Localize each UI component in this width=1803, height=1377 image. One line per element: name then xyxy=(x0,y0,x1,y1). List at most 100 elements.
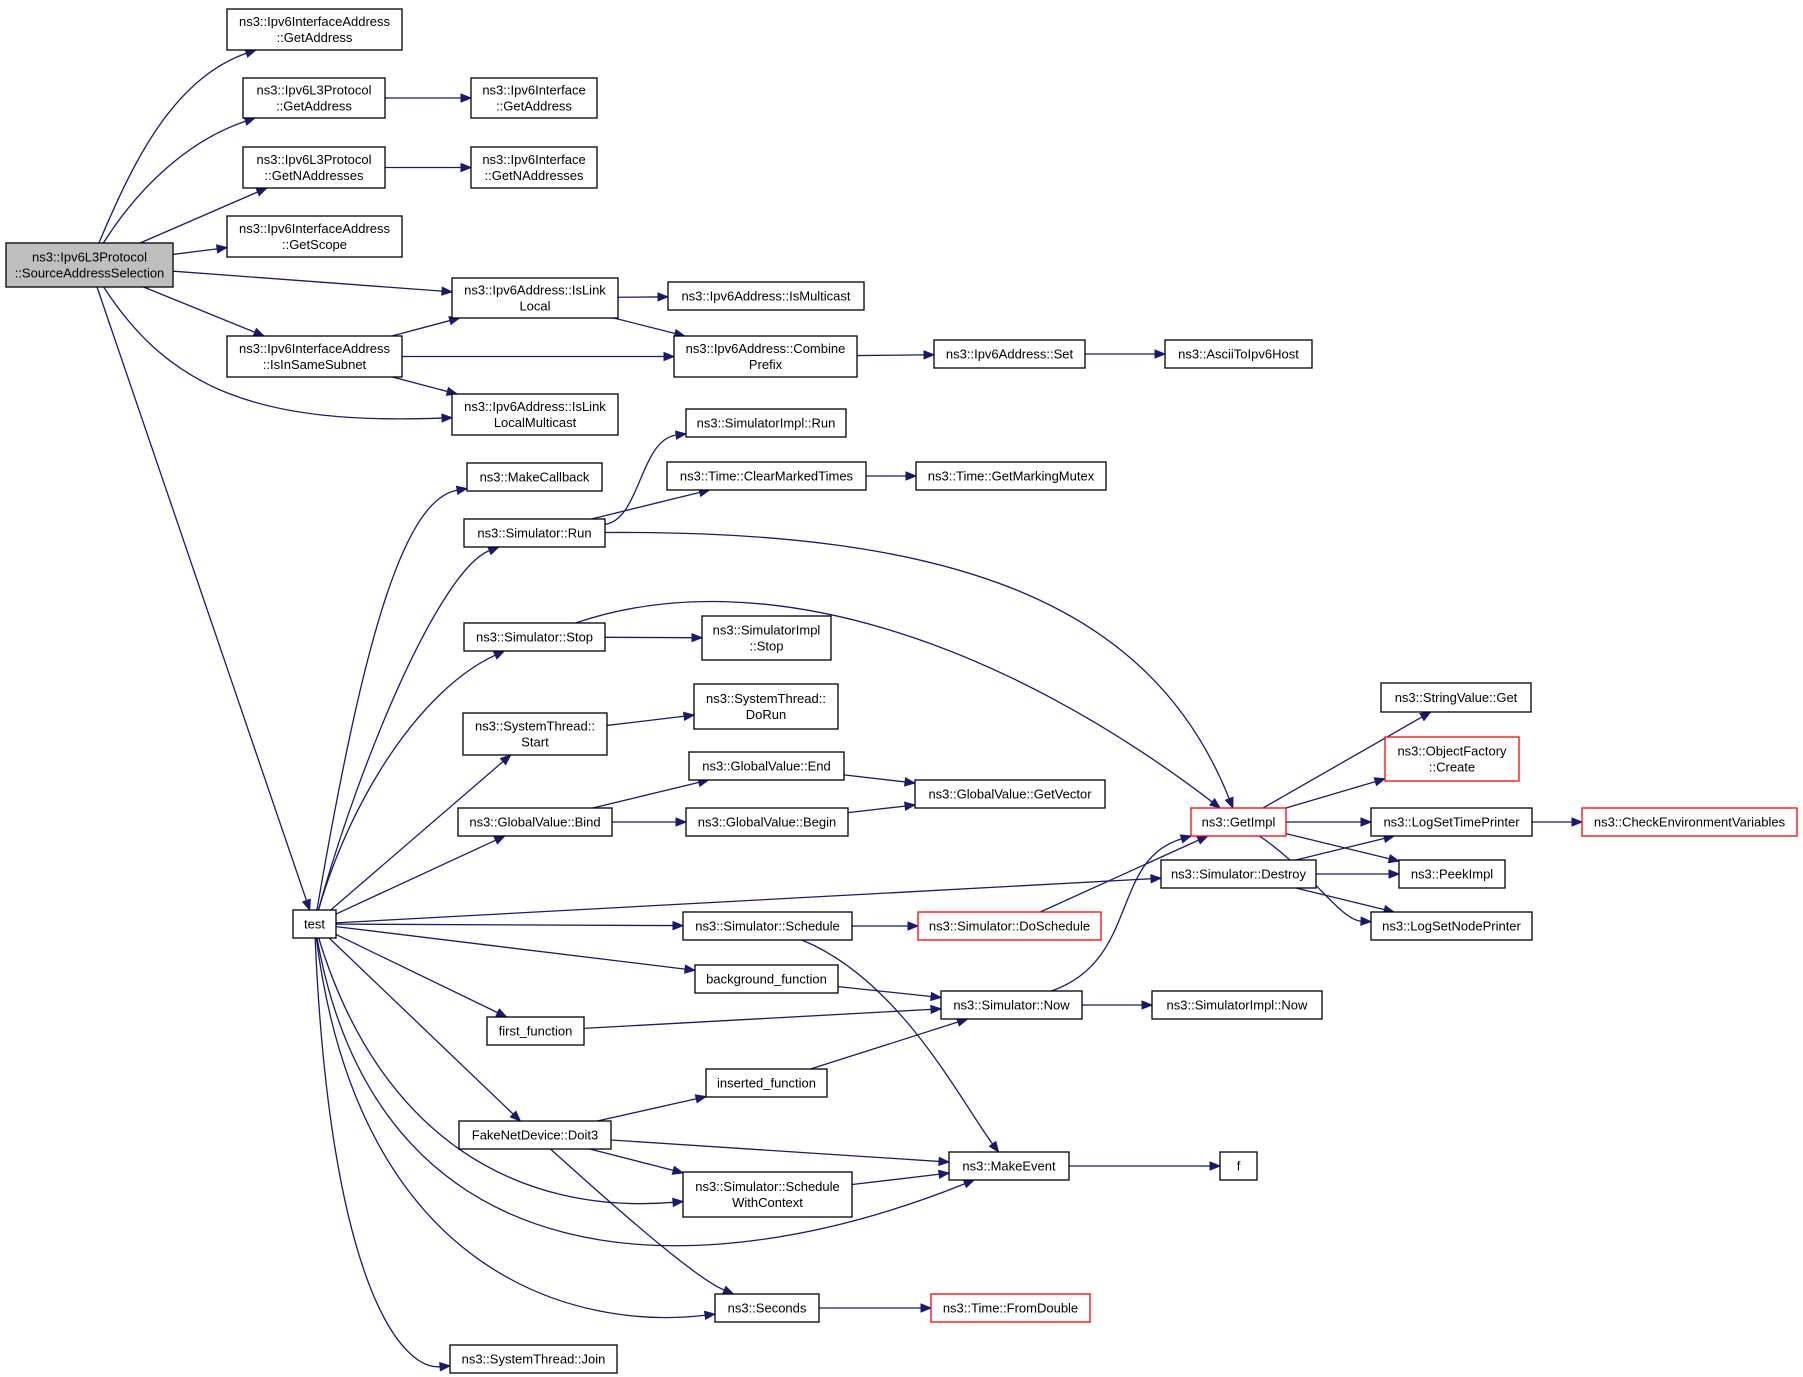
node-makecb[interactable]: ns3::MakeCallback xyxy=(466,462,603,492)
arrow-head xyxy=(671,1165,685,1175)
node-fromdouble[interactable]: ns3::Time::FromDouble xyxy=(930,1293,1091,1323)
edge-line xyxy=(328,937,514,1115)
node-firstfunc[interactable]: first_function xyxy=(486,1016,585,1046)
node-label: ns3::SimulatorImpl xyxy=(713,623,821,638)
node-st_join[interactable]: ns3::SystemThread::Join xyxy=(449,1344,618,1374)
node-box xyxy=(242,77,386,119)
node-stringget[interactable]: ns3::StringValue::Get xyxy=(1380,682,1532,713)
node-st_start[interactable]: ns3::SystemThread::Start xyxy=(462,712,608,756)
node-set[interactable]: ns3::Ipv6Address::Set xyxy=(933,339,1086,369)
node-checkenv[interactable]: ns3::CheckEnvironmentVariables xyxy=(1581,807,1798,837)
edge-line xyxy=(102,120,246,244)
node-simimpl_stop[interactable]: ns3::SimulatorImpl::Stop xyxy=(701,615,832,661)
edge-insame-to-combine xyxy=(402,351,676,362)
node-label: ns3::Ipv6L3Protocol xyxy=(257,152,372,167)
node-box xyxy=(693,683,839,730)
edge-line xyxy=(575,600,1213,803)
node-iface_get[interactable]: ns3::Ipv6Interface::GetAddress xyxy=(470,77,598,119)
node-ascii[interactable]: ns3::AsciiToIpv6Host xyxy=(1164,339,1313,369)
edge-line xyxy=(851,1173,940,1186)
edge-sim_now-to-simimpl_now xyxy=(1082,1000,1154,1010)
node-box xyxy=(486,1016,585,1046)
node-iface_getn[interactable]: ns3::Ipv6Interface::GetNAddresses xyxy=(470,146,598,189)
edge-sim_destroy-to-peekimpl xyxy=(1316,869,1401,879)
node-box xyxy=(1370,911,1533,941)
arrow-head xyxy=(495,1008,508,1018)
edge-l3_getn-to-iface_getn xyxy=(385,162,473,173)
edge-sim_stop-to-getimpl xyxy=(575,600,1222,809)
edge-line xyxy=(103,286,443,420)
node-getimpl[interactable]: ns3::GetImpl xyxy=(1190,807,1287,837)
arrow-head xyxy=(672,920,685,931)
arrow-head xyxy=(492,650,506,660)
node-simimpl_now[interactable]: ns3::SimulatorImpl::Now xyxy=(1151,990,1323,1020)
node-src[interactable]: ns3::Ipv6L3Protocol::SourceAddressSelect… xyxy=(5,242,174,288)
arrow-head xyxy=(441,286,454,296)
arrow-head xyxy=(684,964,697,974)
node-logtime[interactable]: ns3::LogSetTimePrinter xyxy=(1370,807,1533,837)
node-label: ns3::Ipv6InterfaceAddress xyxy=(239,341,391,356)
edge-sim_run-to-getimpl xyxy=(604,531,1234,810)
arrow-head xyxy=(1224,796,1234,810)
edge-line xyxy=(1285,780,1376,809)
arrow-head xyxy=(905,471,918,481)
node-f[interactable]: f xyxy=(1219,1151,1258,1181)
node-seconds[interactable]: ns3::Seconds xyxy=(714,1293,820,1323)
arrow-head xyxy=(721,1285,735,1295)
edge-sim_run-to-clearmarked xyxy=(591,487,711,520)
node-label: ::IsInSameSubnet xyxy=(263,357,367,372)
node-test[interactable]: test xyxy=(292,909,337,939)
node-clearmarked[interactable]: ns3::Time::ClearMarkedTimes xyxy=(666,461,867,491)
node-makeevent[interactable]: ns3::MakeEvent xyxy=(948,1151,1070,1181)
arrow-head xyxy=(904,777,917,787)
node-sim_destroy[interactable]: ns3::Simulator::Destroy xyxy=(1160,859,1317,889)
node-gv_bind[interactable]: ns3::GlobalValue::Bind xyxy=(457,807,613,837)
node-bgfunc[interactable]: background_function xyxy=(694,964,839,994)
node-l3_get[interactable]: ns3::Ipv6L3Protocol::GetAddress xyxy=(242,77,386,119)
node-label: ns3::GlobalValue::Begin xyxy=(698,815,837,830)
edge-line xyxy=(317,550,490,911)
node-label: ::GetAddress xyxy=(496,99,572,114)
node-sim_dosched[interactable]: ns3::Simulator::DoSchedule xyxy=(917,911,1102,941)
node-st_dorun[interactable]: ns3::SystemThread::DoRun xyxy=(693,683,839,730)
node-gv_begin[interactable]: ns3::GlobalValue::Begin xyxy=(685,807,849,837)
node-sim_now[interactable]: ns3::Simulator::Now xyxy=(940,990,1083,1020)
node-label: Start xyxy=(521,735,549,750)
node-box xyxy=(1398,859,1506,889)
node-box xyxy=(463,518,606,548)
node-ifaddr_get[interactable]: ns3::Ipv6InterfaceAddress::GetAddress xyxy=(226,8,403,51)
node-label: ns3::LogSetNodePrinter xyxy=(1382,919,1521,934)
edge-line xyxy=(98,52,247,244)
edge-line xyxy=(143,286,256,333)
node-gv_getvec[interactable]: ns3::GlobalValue::GetVector xyxy=(914,779,1106,809)
node-gv_end[interactable]: ns3::GlobalValue::End xyxy=(688,751,845,781)
node-ifaddr_scope[interactable]: ns3::Ipv6InterfaceAddress::GetScope xyxy=(226,215,403,258)
node-l3_getn[interactable]: ns3::Ipv6L3Protocol::GetNAddresses xyxy=(242,146,386,189)
node-insfunc[interactable]: inserted_function xyxy=(705,1068,828,1098)
node-label: ns3::SimulatorImpl::Run xyxy=(697,416,836,431)
node-box xyxy=(1384,736,1520,782)
node-box xyxy=(714,1293,820,1323)
node-sim_stop[interactable]: ns3::Simulator::Stop xyxy=(463,622,606,652)
node-simimpl_run[interactable]: ns3::SimulatorImpl::Run xyxy=(685,408,847,438)
edge-doit3-to-makeevent xyxy=(610,1139,951,1167)
node-doit3[interactable]: FakeNetDevice::Doit3 xyxy=(458,1120,612,1150)
edge-combine-to-set xyxy=(856,350,936,360)
edge-set-to-ascii xyxy=(1085,349,1167,359)
node-insame[interactable]: ns3::Ipv6InterfaceAddress::IsInSameSubne… xyxy=(226,335,403,378)
node-peekimpl[interactable]: ns3::PeekImpl xyxy=(1398,859,1506,889)
edge-line xyxy=(589,1148,674,1172)
node-lognode[interactable]: ns3::LogSetNodePrinter xyxy=(1370,911,1533,941)
arrow-head xyxy=(663,351,676,362)
edge-line xyxy=(843,774,906,783)
node-ismc[interactable]: ns3::Ipv6Address::IsMulticast xyxy=(667,281,865,311)
node-sim_run[interactable]: ns3::Simulator::Run xyxy=(463,518,606,548)
node-ofcreate[interactable]: ns3::ObjectFactory::Create xyxy=(1384,736,1520,782)
node-sim_schedule[interactable]: ns3::Simulator::Schedule xyxy=(682,911,853,941)
node-markmutex[interactable]: ns3::Time::GetMarkingMutex xyxy=(915,461,1107,491)
node-label: ns3::Simulator::Schedule xyxy=(695,919,840,934)
